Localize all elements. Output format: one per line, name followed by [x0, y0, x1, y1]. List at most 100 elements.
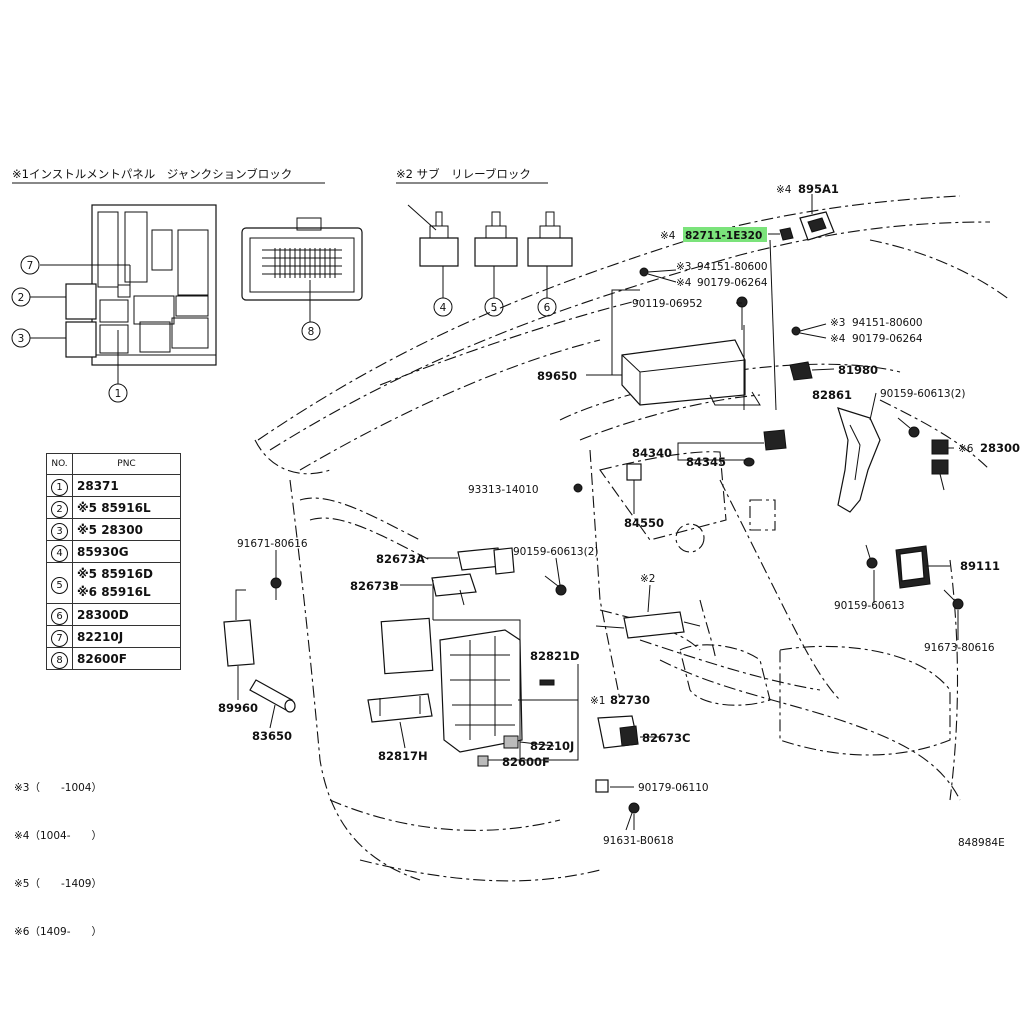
mark-82730: ※1: [590, 695, 605, 707]
label-82673b: 82673B: [350, 579, 399, 593]
part-82600f-fuse: [477, 755, 489, 767]
label-82711-1e320[interactable]: 82711-1E320: [685, 230, 762, 242]
mark-895a1: ※4: [776, 184, 792, 196]
part-28300-relay: [931, 439, 949, 491]
label-94151-80600-a: 94151-80600: [697, 261, 768, 273]
highlight-82711: [683, 227, 767, 242]
label-90159-60613-b: 90159-60613(2): [513, 546, 598, 558]
part-89650-ecu-box: [621, 339, 761, 406]
junction-callout-lines: [30, 264, 131, 384]
row-pnc: 85930G: [72, 540, 181, 563]
dashboard-outline: [254, 195, 1011, 882]
row-number: 7: [51, 630, 68, 647]
mark-94151-a: ※3: [676, 261, 691, 273]
part-895a1-connector: [799, 211, 835, 241]
svg-text:7: 7: [27, 260, 34, 272]
row-number: 3: [51, 523, 68, 540]
row-pnc-alt: ※6 85916L: [77, 585, 151, 599]
part-mark2-relay-assembly: [595, 611, 701, 639]
relay-6-drawing: [527, 211, 573, 298]
label-90179-06110: 90179-06110: [638, 782, 709, 794]
part-82821d-terminal: [539, 679, 555, 686]
callout-3: 3: [11, 328, 31, 348]
label-82673c: 82673C: [642, 731, 690, 745]
label-90179-06264-b: 90179-06264: [852, 333, 923, 345]
label-82673a: 82673A: [376, 552, 425, 566]
junction-block-header: ※1インストルメントパネル ジャンクションブロック: [12, 167, 292, 181]
mark-90179-b: ※4: [830, 333, 846, 345]
part-82673b-bracket: [431, 573, 477, 606]
callout-2: 2: [11, 287, 31, 307]
part-84550-switch: [626, 463, 642, 481]
label-90159-60613-c: 90159-60613: [834, 600, 905, 612]
callout-4: 4: [433, 297, 453, 317]
label-84345: 84345: [686, 455, 726, 469]
part-83650-tube: [249, 679, 296, 713]
label-82821d: 82821D: [530, 649, 580, 663]
svg-text:6: 6: [544, 302, 551, 314]
row-pnc: 28371: [72, 474, 181, 497]
pnc-table-header: NO. PNC: [46, 453, 181, 475]
table-row: 8 82600F: [46, 647, 181, 670]
part-82673c-bracket: [597, 715, 639, 749]
row-pnc: ※5 85916D: [77, 567, 153, 581]
drawing-number: 848984E: [958, 837, 1005, 849]
label-mark2: ※2: [640, 573, 655, 585]
callout-1: 1: [108, 383, 128, 403]
relay-4-drawing: [407, 204, 459, 298]
row-pnc: 82600F: [72, 647, 181, 670]
junction-block-drawing: [65, 204, 217, 366]
footnote: ※4（1004- ）: [14, 830, 102, 842]
footnote: ※3（ -1004）: [14, 782, 102, 794]
label-91673-80616: 91673-80616: [924, 642, 995, 654]
label-82861: 82861: [812, 388, 852, 402]
label-94151-80600-b: 94151-80600: [852, 317, 923, 329]
col-no-header: NO.: [46, 453, 73, 475]
row-number: 1: [51, 479, 68, 496]
footnote: ※5（ -1409）: [14, 878, 102, 890]
table-row: 5 ※5 85916D ※6 85916L: [46, 562, 181, 604]
footnotes: ※3（ -1004） ※4（1004- ） ※5（ -1409） ※6（1409…: [14, 748, 102, 956]
label-82817h: 82817H: [378, 749, 428, 763]
part-89960-sensor: [223, 589, 255, 667]
row-pnc: 82210J: [72, 625, 181, 648]
svg-text:5: 5: [491, 302, 498, 314]
mark-94151-b: ※3: [830, 317, 845, 329]
table-row: 6 28300D: [46, 603, 181, 626]
relay-block-module-drawing: [241, 217, 363, 322]
relay-block-header: ※2 サブ リレーブロック: [396, 167, 531, 181]
part-82711-clip: [779, 227, 794, 241]
part-84345-clip: [743, 457, 755, 467]
table-row: 2 ※5 85916L: [46, 496, 181, 519]
label-89111: 89111: [960, 559, 1000, 573]
label-84340: 84340: [632, 446, 672, 460]
table-row: 3 ※5 28300: [46, 518, 181, 541]
svg-text:1: 1: [115, 388, 122, 400]
label-81980: 81980: [838, 363, 878, 377]
mark-90179-a: ※4: [676, 277, 692, 289]
label-895a1: 895A1: [798, 182, 839, 196]
part-81980-sensor: [789, 361, 813, 381]
part-82673a-bracket: [457, 547, 515, 575]
row-number: 5: [51, 576, 68, 594]
row-number: 4: [51, 545, 68, 562]
footnote: ※6（1409- ）: [14, 926, 102, 938]
part-82730-junction-block: [380, 617, 523, 753]
label-91671-80616: 91671-80616: [237, 538, 308, 550]
row-number: 8: [51, 652, 68, 669]
col-pnc-header: PNC: [72, 453, 181, 475]
part-82210j-relay: [503, 735, 519, 749]
label-91631-b0618: 91631-B0618: [603, 835, 674, 847]
label-82600f: 82600F: [502, 755, 550, 769]
table-row: 4 85930G: [46, 540, 181, 563]
label-93313-14010: 93313-14010: [468, 484, 539, 496]
row-pnc: 28300D: [72, 603, 181, 626]
callout-8: 8: [301, 321, 321, 341]
part-82861-bracket: [837, 407, 881, 513]
table-row: 1 28371: [46, 474, 181, 497]
mark-82711: ※4: [660, 230, 676, 242]
row-pnc: ※5 28300: [72, 518, 181, 541]
row-pnc: ※5 85916L: [72, 496, 181, 519]
